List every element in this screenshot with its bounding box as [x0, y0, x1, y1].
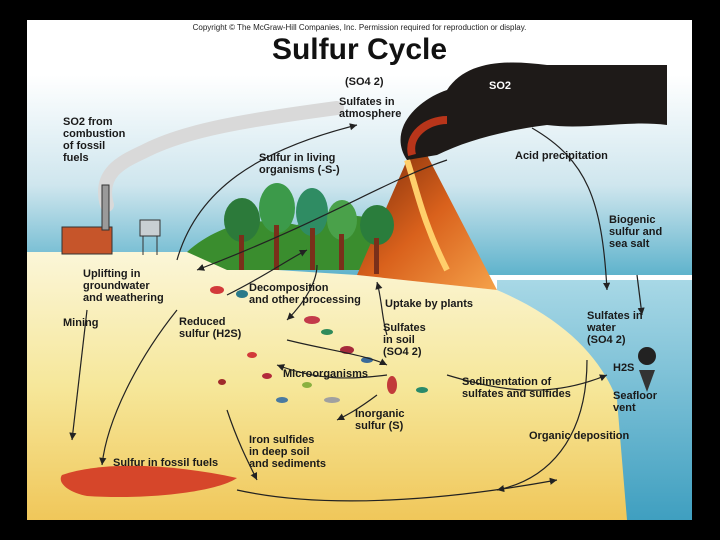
label-uptake: Uptake by plants — [385, 298, 474, 310]
label-sedimentation: Sedimentation of sulfates and sulfides — [462, 376, 571, 400]
label-iron-sulfides: Iron sulfides in deep soil and sediments — [249, 434, 327, 470]
label-sulfates-water: Sulfates in water (SO4 2) — [587, 310, 643, 346]
label-organic-deposition: Organic deposition — [529, 430, 630, 442]
eruption-glow — [407, 116, 448, 156]
label-sulfates-atmosphere: Sulfates in atmosphere — [339, 96, 402, 120]
label-microorganisms: Microorganisms — [283, 368, 368, 380]
label-seafloor-vent: Seafloor vent — [613, 390, 658, 414]
microorganisms — [210, 286, 428, 403]
diagram-artwork — [27, 62, 692, 520]
flow-arrows — [69, 123, 645, 502]
label-sulfur-fossil: Sulfur in fossil fuels — [113, 457, 219, 469]
label-sulfur-living: Sulfur in living organisms (-S-) — [259, 152, 340, 176]
label-inorganic-sulfur: Inorganic sulfur (S) — [355, 408, 405, 432]
copyright-notice: Copyright © The McGraw-Hill Companies, I… — [192, 23, 527, 32]
smokestack — [101, 184, 110, 231]
label-reduced-sulfur: Reduced sulfur (H2S) — [179, 316, 242, 340]
label-decomposition: Decomposition and other processing — [249, 282, 361, 306]
seafloor-vent-mound — [639, 370, 655, 392]
label-mining: Mining — [63, 317, 99, 329]
diagram-panel: Copyright © The McGraw-Hill Companies, I… — [27, 20, 692, 520]
label-so2-combustion: SO2 from combustion of fossil fuels — [63, 116, 126, 164]
label-h2s: H2S — [613, 362, 635, 374]
so2-cloud — [400, 62, 667, 160]
soil — [27, 252, 627, 520]
lava-flow — [404, 159, 450, 272]
fossil-fuel-deposit — [60, 465, 237, 498]
water-tower — [139, 219, 161, 237]
label-uplifting: Uplifting in groundwater and weathering — [83, 268, 164, 304]
smoke-plume — [98, 101, 344, 212]
label-so2: SO2 — [489, 80, 512, 92]
factory — [61, 226, 113, 255]
label-biogenic: Biogenic sulfur and sea salt — [609, 214, 663, 250]
label-acid-precipitation: Acid precipitation — [515, 150, 608, 162]
label-so4-top: (SO4 2) — [345, 76, 384, 88]
label-sulfates-soil: Sulfates in soil (SO4 2) — [383, 322, 426, 358]
vent-plume — [638, 347, 656, 365]
page-title: Sulfur Cycle — [271, 33, 448, 66]
